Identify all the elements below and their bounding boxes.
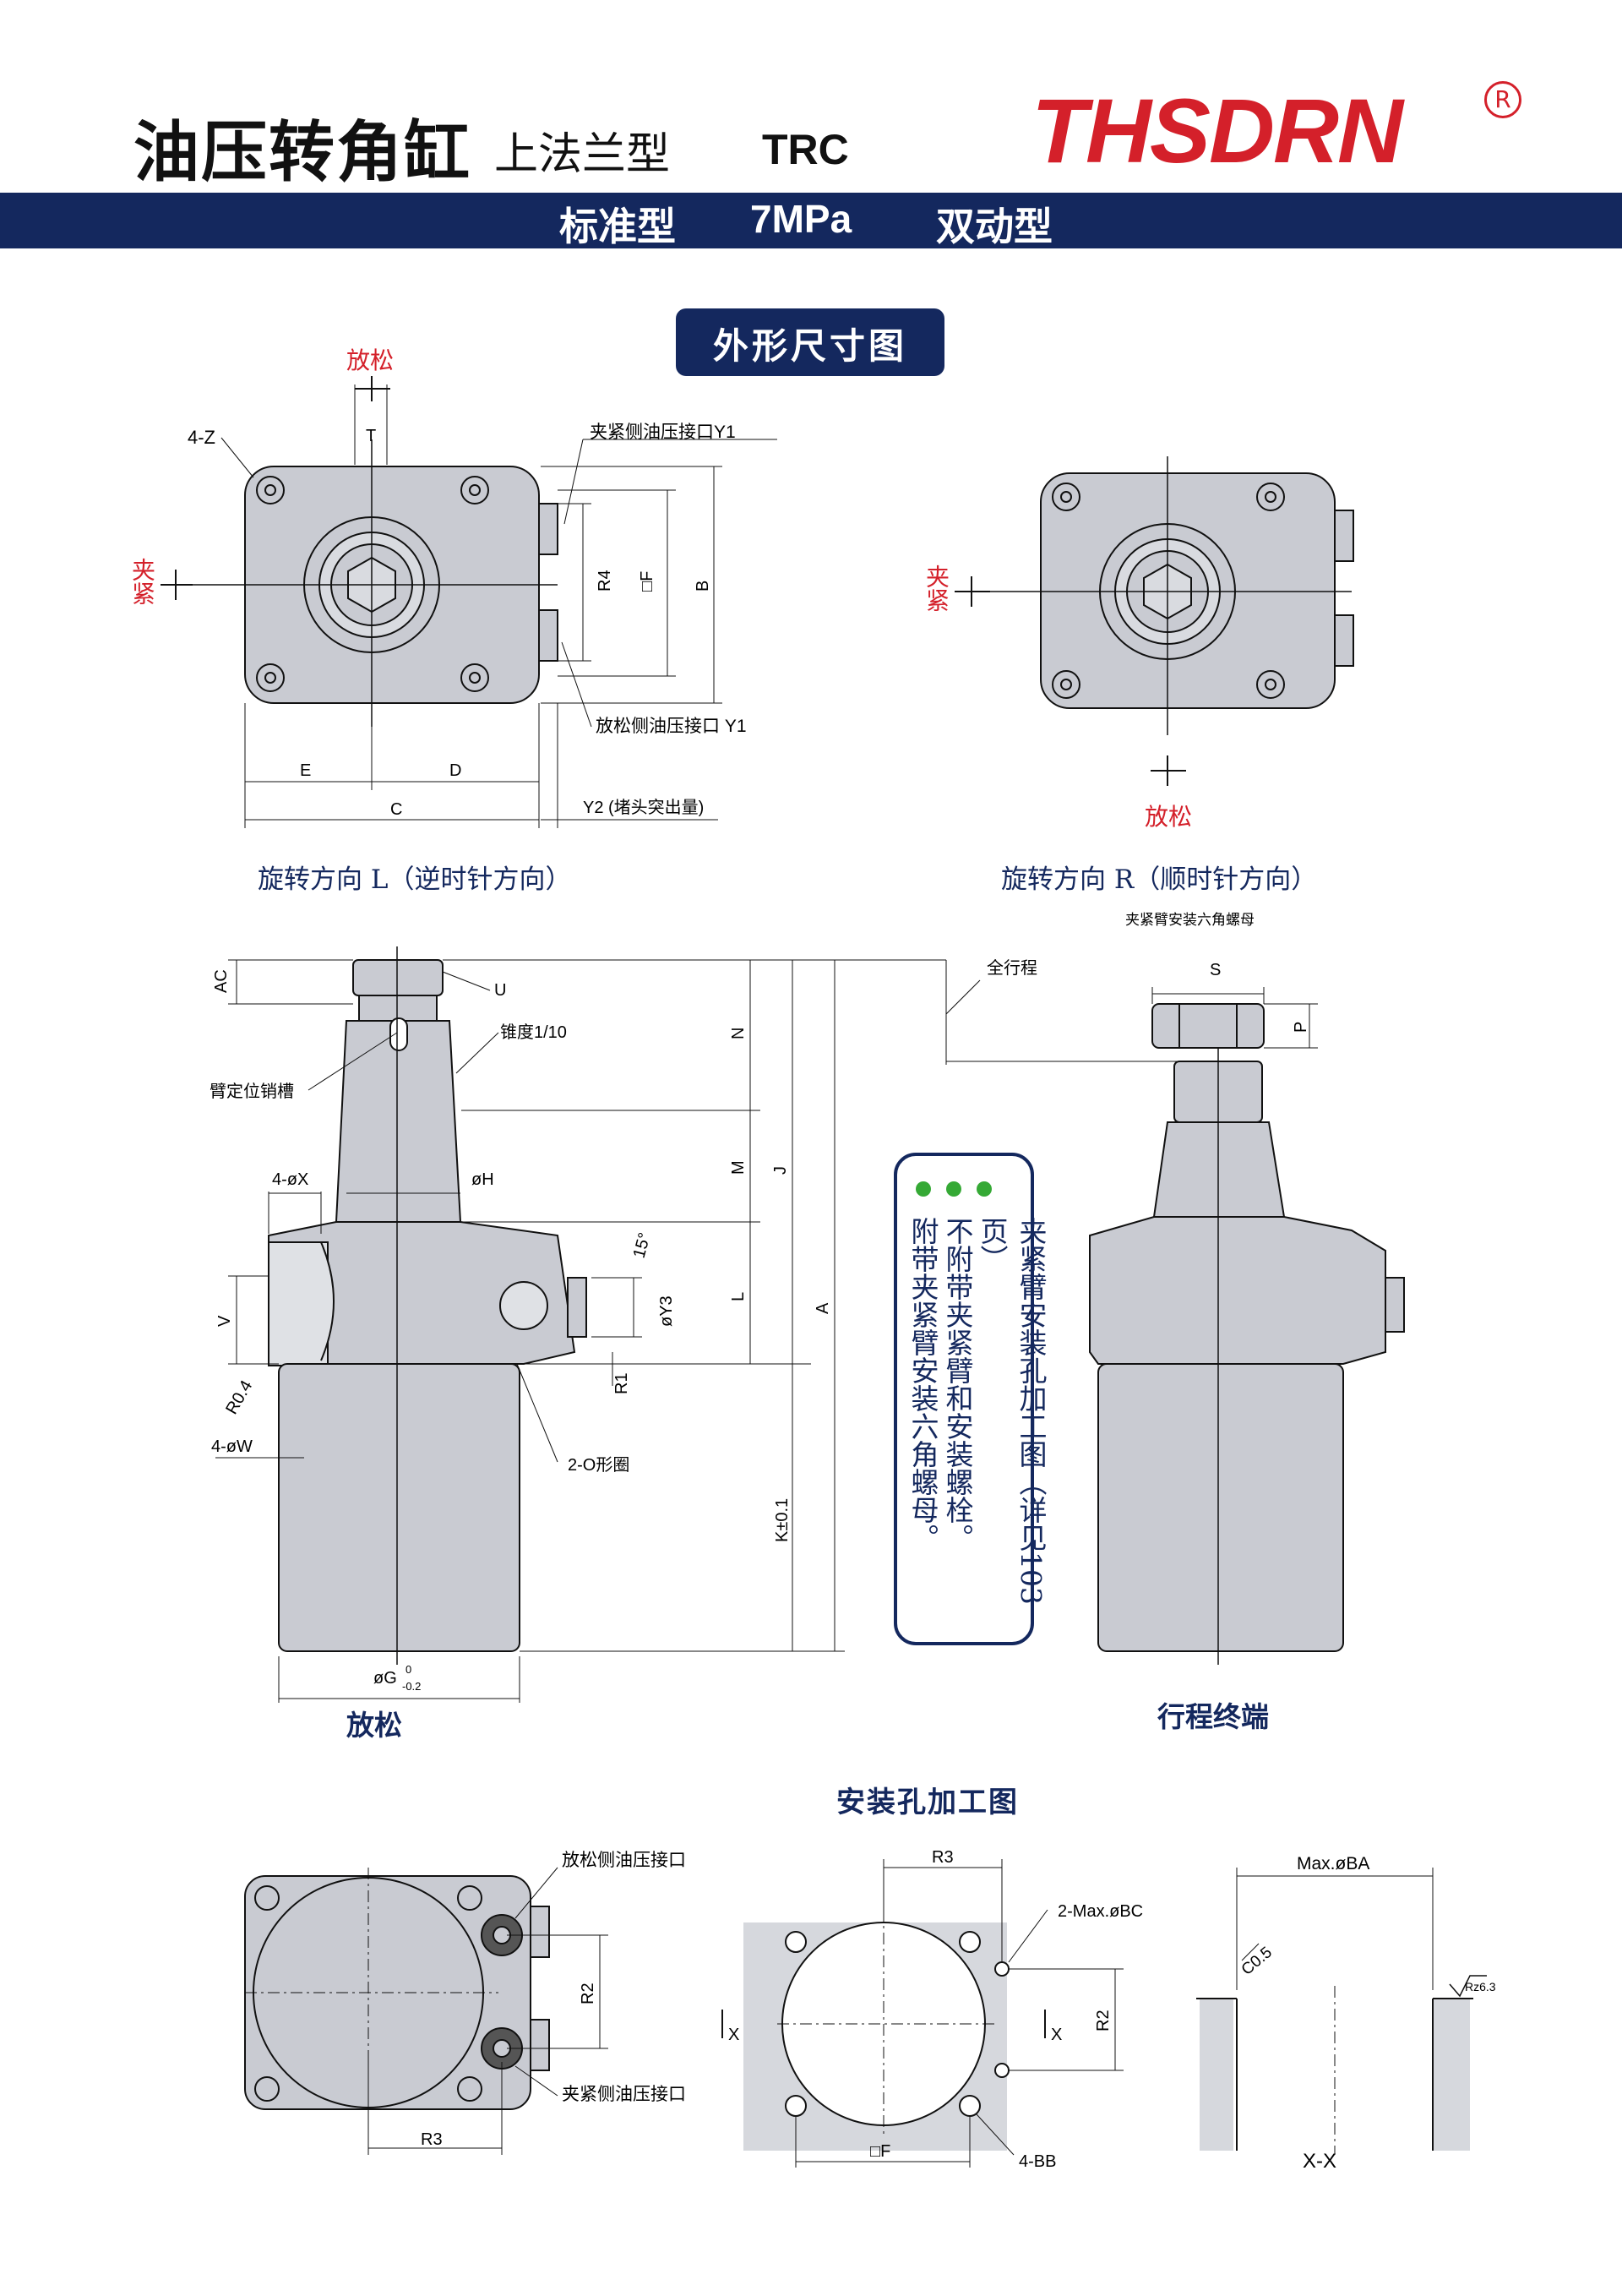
clamp-port-hole-label: 夹紧侧油压接口 <box>562 2085 686 2104</box>
nut-label: 夹紧臂安装六角螺母 <box>1125 912 1255 928</box>
band-item-type: 标准型 <box>559 204 676 249</box>
dim-e: E <box>300 761 311 780</box>
section-wall-right <box>1433 1999 1470 2151</box>
dim-y3: øY3 <box>657 1295 676 1327</box>
dim-x: 4-øX <box>272 1170 308 1189</box>
port-release-left <box>538 609 558 662</box>
note-line-3: 附带夹紧臂安装六角螺母。 <box>906 1217 939 1552</box>
dim-z: 4-Z <box>188 427 215 448</box>
dim-f: □F <box>638 571 656 592</box>
section-title-box <box>676 308 944 376</box>
dim-r1: R1 <box>612 1372 631 1394</box>
port-left <box>567 1277 587 1338</box>
dim-d: D <box>449 761 461 780</box>
side-views-drawing: AC U 锥度1/10 臂定位销槽 4-øX øH N M J L A 15° … <box>210 912 1405 1703</box>
release-port-label: 放松侧油压接口 Y1 <box>596 717 747 736</box>
mounting-drawing: 放松侧油压接口 夹紧侧油压接口 R2 R3 R3 2-Max.øBC R2 X … <box>244 1848 1496 2173</box>
page-title: 油压转角缸 <box>133 115 472 191</box>
rotation-r-caption: 旋转方向 R（顺时针方向） <box>1001 864 1318 895</box>
clamp-label-top-left: 夹紧 <box>128 558 156 605</box>
release-port-hole-label: 放松侧油压接口 <box>562 1851 686 1870</box>
model-code: TRC <box>762 126 849 173</box>
band-item-pressure: 7MPa <box>750 197 852 241</box>
bolt-hole-bl <box>256 663 285 692</box>
page-subtitle: 上法兰型 <box>494 129 671 180</box>
dim-angle: 15° <box>630 1230 655 1260</box>
hex-nut <box>1151 1003 1265 1049</box>
oring-label: 2-O形圈 <box>568 1455 629 1475</box>
section-label: X-X <box>1303 2150 1336 2173</box>
dim-p: P <box>1292 1022 1310 1033</box>
dim-k: K±0.1 <box>773 1498 792 1542</box>
mounting-title: 安装孔加工图 <box>836 1786 1019 1819</box>
mount-dim-r3-mid: R3 <box>932 1848 954 1867</box>
rod-tip-left <box>352 959 444 996</box>
cylinder-body-left <box>278 1363 520 1652</box>
section-mark-right: X <box>1051 2026 1062 2044</box>
dim-m: M <box>729 1160 748 1175</box>
note-line-1: 夹紧臂安装孔加工图（详见103页） <box>976 1217 1048 1605</box>
dim-g-tol-lower: -0.2 <box>402 1680 421 1693</box>
mount-dim-r2-left: R2 <box>579 1982 597 2004</box>
dim-n: N <box>729 1028 748 1039</box>
section-title: 外形尺寸图 <box>712 325 907 367</box>
dim-s: S <box>1210 961 1221 979</box>
full-stroke-label: 全行程 <box>987 958 1037 978</box>
logo-text: THSDRN <box>1031 79 1405 179</box>
dim-j: J <box>771 1166 790 1175</box>
clamp-port-label: 夹紧侧油压接口Y1 <box>590 423 736 442</box>
release-label-top-right: 放松 <box>1145 803 1193 831</box>
release-label-top-left: 放松 <box>346 346 395 374</box>
bolt-hole-tr <box>460 476 489 504</box>
dim-r04: R0.4 <box>222 1377 256 1418</box>
note-line-2: 不附带夹紧臂和安装螺栓。 <box>941 1217 974 1552</box>
dim-g-tol-upper: 0 <box>406 1663 411 1676</box>
top-views-drawing: 4-Z T 夹紧侧油压接口Y1 放松侧油压接口 Y1 R4 □F B E D C… <box>161 376 1354 828</box>
note-dot-1 <box>916 1181 931 1197</box>
dim-t: T <box>366 427 376 445</box>
dim-a: A <box>814 1302 832 1314</box>
dim-g: øG <box>373 1669 397 1688</box>
clamp-label-top-right: 夹紧 <box>923 564 950 612</box>
band-item-action: 双动型 <box>936 204 1053 249</box>
mount-dim-ba: Max.øBA <box>1297 1854 1369 1873</box>
roughness-label: Rz6.3 <box>1465 1980 1496 1993</box>
logo-registered-mark: R <box>1484 81 1521 118</box>
dim-h: øH <box>471 1170 494 1189</box>
dim-u: U <box>494 981 506 1000</box>
mount-dim-f: □F <box>870 2142 890 2161</box>
mount-dim-r2-mid: R2 <box>1094 2010 1113 2031</box>
flange-right <box>1089 1216 1386 1365</box>
dim-w: 4-øW <box>211 1437 253 1456</box>
dim-ac: AC <box>212 969 231 993</box>
bolt-hole-br <box>460 663 489 692</box>
mount-dim-bc: 2-Max.øBC <box>1058 1902 1143 1921</box>
section-mark-left: X <box>728 2026 739 2044</box>
dim-y2: Y2 (堵头突出量) <box>583 798 704 817</box>
note-box <box>894 1153 1034 1645</box>
cylinder-body-right <box>1097 1363 1344 1652</box>
mount-dim-bb: 4-BB <box>1019 2152 1056 2171</box>
bolt-hole-tl <box>256 476 285 504</box>
note-dot-3 <box>977 1181 992 1197</box>
pin-slot-left <box>389 1017 408 1051</box>
section-wall-left <box>1200 1999 1233 2151</box>
spec-band <box>0 193 1622 248</box>
dim-v: V <box>215 1315 234 1327</box>
note-dot-2 <box>946 1181 961 1197</box>
taper-label: 锥度1/10 <box>500 1023 567 1042</box>
dim-c: C <box>390 800 402 819</box>
stroke-end-caption: 行程终端 <box>1157 1700 1269 1733</box>
mount-dim-r3-left: R3 <box>421 2130 443 2149</box>
release-caption: 放松 <box>346 1709 402 1742</box>
port-clamp-left <box>538 503 558 555</box>
brand-logo: THSDRN <box>1031 79 1407 179</box>
rotation-l-caption: 旋转方向 L（逆时针方向） <box>258 864 572 895</box>
dim-l: L <box>729 1292 748 1301</box>
pin-slot-label: 臂定位销槽 <box>210 1082 294 1101</box>
dim-r4: R4 <box>596 570 614 592</box>
chamfer-label: C0.5 <box>1238 1944 1276 1979</box>
dim-b: B <box>694 581 712 592</box>
tapered-rod-right <box>1152 1121 1286 1218</box>
